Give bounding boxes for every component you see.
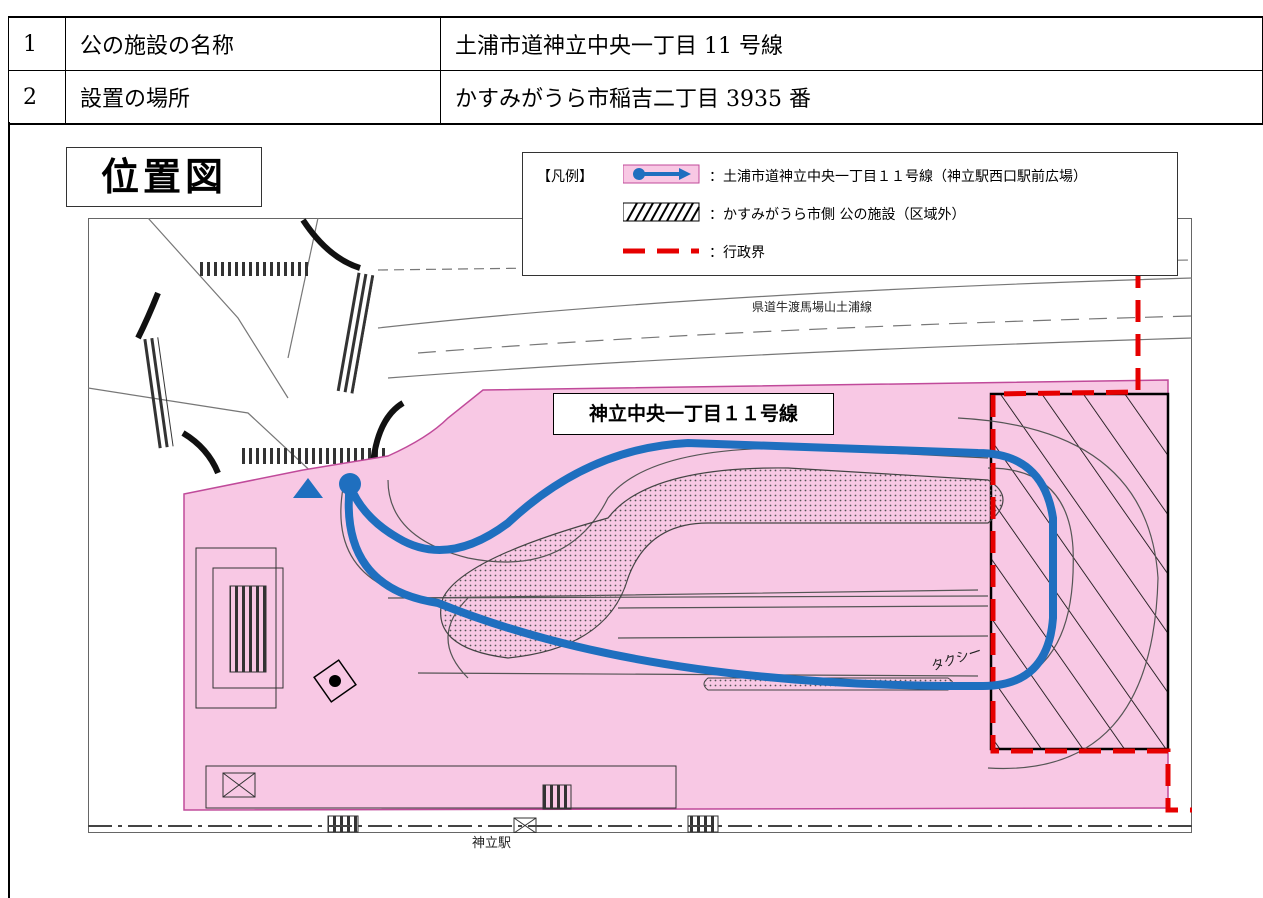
road-lines (88, 218, 1192, 479)
site-plan-map (88, 218, 1192, 833)
legend-item-text: ：行政界 (709, 245, 765, 261)
legend-title: 【凡例】 (537, 169, 593, 185)
map-frame (8, 122, 1263, 898)
legend-item-outside-area: ：かすみがうら市側 公の施設（区域外） (623, 199, 1173, 229)
table-row: 1 公の施設の名称 土浦市道神立中央一丁目 11 号線 (8, 16, 1263, 71)
route-name-label: 神立中央一丁目１１号線 (553, 393, 834, 435)
facility-info-table: 1 公の施設の名称 土浦市道神立中央一丁目 11 号線 2 設置の場所 かすみが… (8, 16, 1263, 125)
legend-item-boundary: ：行政界 (623, 237, 1173, 267)
dotted-island (440, 467, 1004, 659)
legend-item-text: ：土浦市道神立中央一丁目１１号線（神立駅西口駅前広場） (709, 169, 1087, 185)
curb-marks (135, 218, 405, 475)
route-symbol-icon (623, 164, 700, 184)
map-legend: 【凡例】 ：土浦市道神立中央一丁目１１号線（神立駅西口駅前広場） ：かすみがうら… (522, 152, 1178, 276)
station-label: 神立駅 (472, 836, 512, 851)
row-number: 1 (8, 16, 66, 71)
station-building (205, 765, 719, 833)
accessible-parking-icon (313, 659, 357, 703)
route-arrow-icon (293, 478, 323, 498)
row-label: 公の施設の名称 (65, 16, 441, 71)
legend-item-text: ：かすみがうら市側 公の施設（区域外） (709, 207, 966, 223)
legend-item-route: ：土浦市道神立中央一丁目１１号線（神立駅西口駅前広場） (623, 161, 1173, 191)
row-value: 土浦市道神立中央一丁目 11 号線 (440, 16, 1263, 71)
boundary-symbol-icon (623, 248, 699, 254)
outside-area-hatch (989, 392, 1170, 751)
row-label: 設置の場所 (65, 70, 441, 125)
prefectural-road-label: 県道牛渡馬場山土浦線 (752, 300, 873, 314)
hatch-symbol-icon (623, 202, 700, 222)
crosswalks (140, 262, 388, 464)
row-value: かすみがうら市稲吉二丁目 3935 番 (440, 70, 1263, 125)
location-map-title: 位置図 (66, 147, 262, 207)
station-stairs (195, 547, 284, 709)
administrative-boundary (990, 266, 1192, 813)
row-number: 2 (8, 70, 66, 125)
route-line (344, 438, 1057, 691)
route-start-marker (339, 473, 361, 495)
table-row: 2 設置の場所 かすみがうら市稲吉二丁目 3935 番 (8, 70, 1263, 125)
